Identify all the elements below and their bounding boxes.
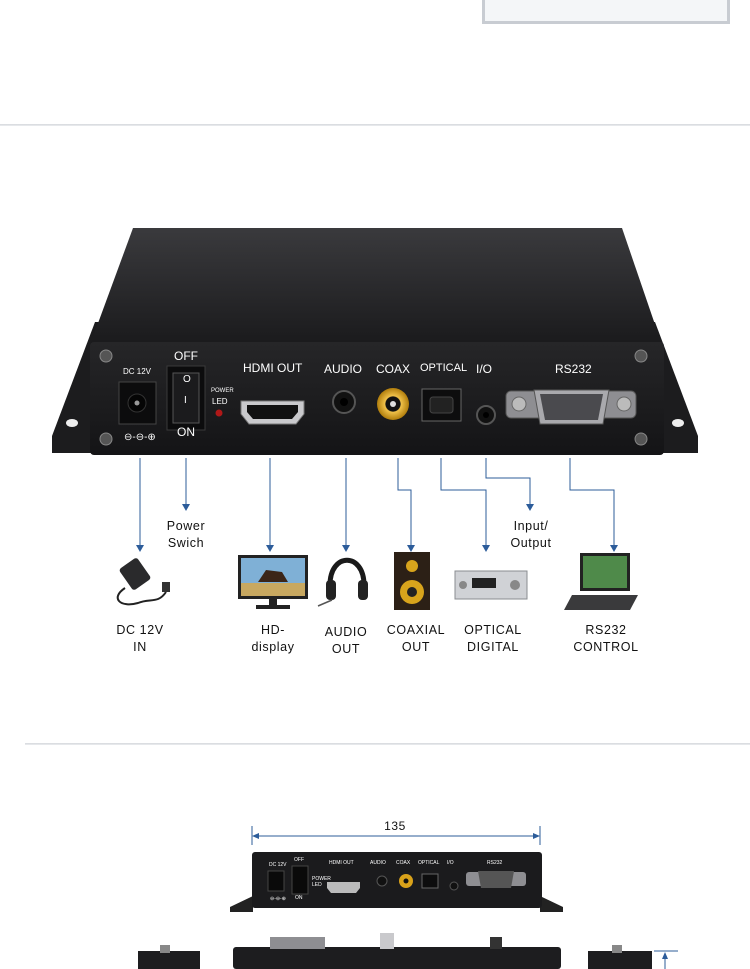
panel-label-io: I/O [476, 362, 493, 376]
screw-icon [634, 432, 648, 446]
switch-mark-i: I [184, 395, 187, 406]
power-led [215, 409, 223, 417]
small-label-power: POWER [312, 876, 331, 882]
rs232-port [505, 389, 637, 425]
device-front-panel [90, 342, 664, 455]
panel-label-led: LED [212, 397, 228, 406]
label-dc-in: DC 12V IN [116, 623, 164, 654]
device-small-front-view [230, 852, 563, 912]
panel-label-power: POWER [211, 388, 234, 394]
small-polarity-symbol-icon: ⊖-⊖-⊕ [270, 896, 286, 902]
callout-input-output: Input/ Output [510, 519, 552, 550]
panel-label-audio: AUDIO [324, 362, 363, 376]
panel-label-hdmi-out: HDMI OUT [243, 361, 303, 375]
section-divider-bottom [25, 743, 750, 745]
screw-icon [99, 432, 113, 446]
label-rs232-control: RS232 CONTROL [573, 623, 639, 654]
small-label-audio: AUDIO [370, 860, 386, 866]
headphones-icon [317, 557, 368, 607]
device-top-view-partial [233, 933, 561, 969]
device-side-view-right [588, 945, 678, 969]
small-label-off: OFF [294, 857, 304, 863]
power-adapter-icon [116, 558, 170, 606]
speaker-icon [394, 552, 430, 610]
small-label-io: I/O [447, 860, 454, 866]
label-coaxial-out: COAXIAL OUT [386, 623, 446, 654]
polarity-symbol-icon: ⊖-⊖-⊕ [124, 432, 156, 443]
device-top-face [90, 228, 662, 345]
small-label-hdmi: HDMI OUT [329, 860, 354, 866]
top-frame-fragment [482, 0, 730, 24]
label-hd-display: HD- display [251, 623, 295, 654]
mounting-ear-left [52, 322, 100, 453]
small-label-optical: OPTICAL [418, 860, 440, 866]
small-label-dc: DC 12V [269, 862, 287, 868]
screw-icon [634, 349, 648, 363]
panel-label-dc-12v: DC 12V [123, 367, 152, 376]
small-label-coax: COAX [396, 860, 411, 866]
panel-label-on: ON [177, 425, 195, 439]
label-optical-digital: OPTICAL DIGITAL [464, 623, 522, 654]
panel-label-off: OFF [174, 349, 198, 363]
amplifier-icon [454, 570, 528, 600]
device-side-view-left [138, 945, 200, 969]
screw-icon [99, 349, 113, 363]
small-label-led: LED [312, 882, 322, 888]
switch-mark-o: O [183, 374, 191, 385]
tv-display-icon [238, 555, 308, 609]
dimension-width-label: 135 [384, 819, 406, 833]
small-label-rs232: RS232 [487, 860, 503, 866]
laptop-icon [564, 553, 638, 610]
panel-label-coax: COAX [376, 362, 411, 376]
hdmi-port [240, 400, 305, 425]
callout-power-switch: Power Swich [166, 519, 206, 550]
label-audio-out: AUDIO OUT [324, 625, 368, 656]
panel-label-rs232: RS232 [555, 362, 592, 376]
section-divider-top [0, 124, 750, 126]
panel-label-optical: OPTICAL [420, 362, 468, 374]
dimension-line [251, 826, 541, 845]
small-label-on: ON [295, 895, 303, 901]
